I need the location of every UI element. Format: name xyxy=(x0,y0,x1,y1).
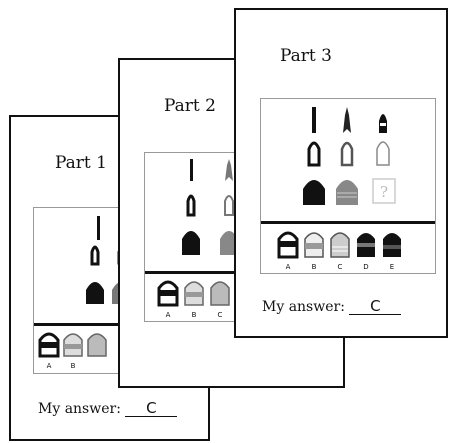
rocket-shape xyxy=(97,216,100,240)
rocket-shape xyxy=(225,159,233,181)
rocket-shape xyxy=(340,141,354,167)
option-letter: B xyxy=(312,263,317,271)
option-shapes xyxy=(277,231,401,259)
card-part-3: Part 3 ? xyxy=(234,8,448,338)
option-letter: A xyxy=(286,263,291,271)
option-letter: B xyxy=(71,362,76,370)
rocket-shape xyxy=(224,195,234,216)
missing-cell-symbol: ? xyxy=(380,183,388,201)
rocket-shape xyxy=(307,141,321,167)
puzzle-panel: ? A B C D E xyxy=(260,98,436,274)
puzzle-figure: ? A B C D E xyxy=(261,107,435,271)
rocket-shape xyxy=(190,159,193,181)
option-letter: A xyxy=(47,362,52,370)
rocket-shape xyxy=(182,231,200,255)
puzzle-figure: A B C xyxy=(145,159,320,319)
option-letter: C xyxy=(338,263,343,271)
option-letter: B xyxy=(192,311,197,319)
answer-label: My answer: xyxy=(38,401,121,417)
rocket-shape xyxy=(220,231,238,255)
answer-input[interactable]: C xyxy=(349,298,402,315)
rocket-shape xyxy=(376,141,390,166)
answer-label: My answer: xyxy=(262,299,345,315)
answer-input[interactable]: C xyxy=(125,400,178,417)
card-title: Part 1 xyxy=(55,153,107,173)
rocket-shape xyxy=(186,194,196,217)
option-shapes xyxy=(38,332,107,358)
option-letter: A xyxy=(166,311,171,319)
answer-line: My answer: C xyxy=(38,400,178,417)
rocket-shape xyxy=(343,107,351,133)
option-letter: E xyxy=(390,263,394,271)
rocket-shape xyxy=(312,107,316,133)
card-title: Part 2 xyxy=(164,96,216,116)
missing-cell xyxy=(372,178,396,204)
rocket-shape xyxy=(86,282,104,304)
rocket-shape xyxy=(90,245,100,266)
option-shapes xyxy=(157,280,230,307)
rocket-shape xyxy=(303,180,325,205)
answer-line: My answer: C xyxy=(262,298,402,315)
option-letter: D xyxy=(363,263,368,271)
card-title: Part 3 xyxy=(280,46,332,66)
option-letter: C xyxy=(218,311,223,319)
